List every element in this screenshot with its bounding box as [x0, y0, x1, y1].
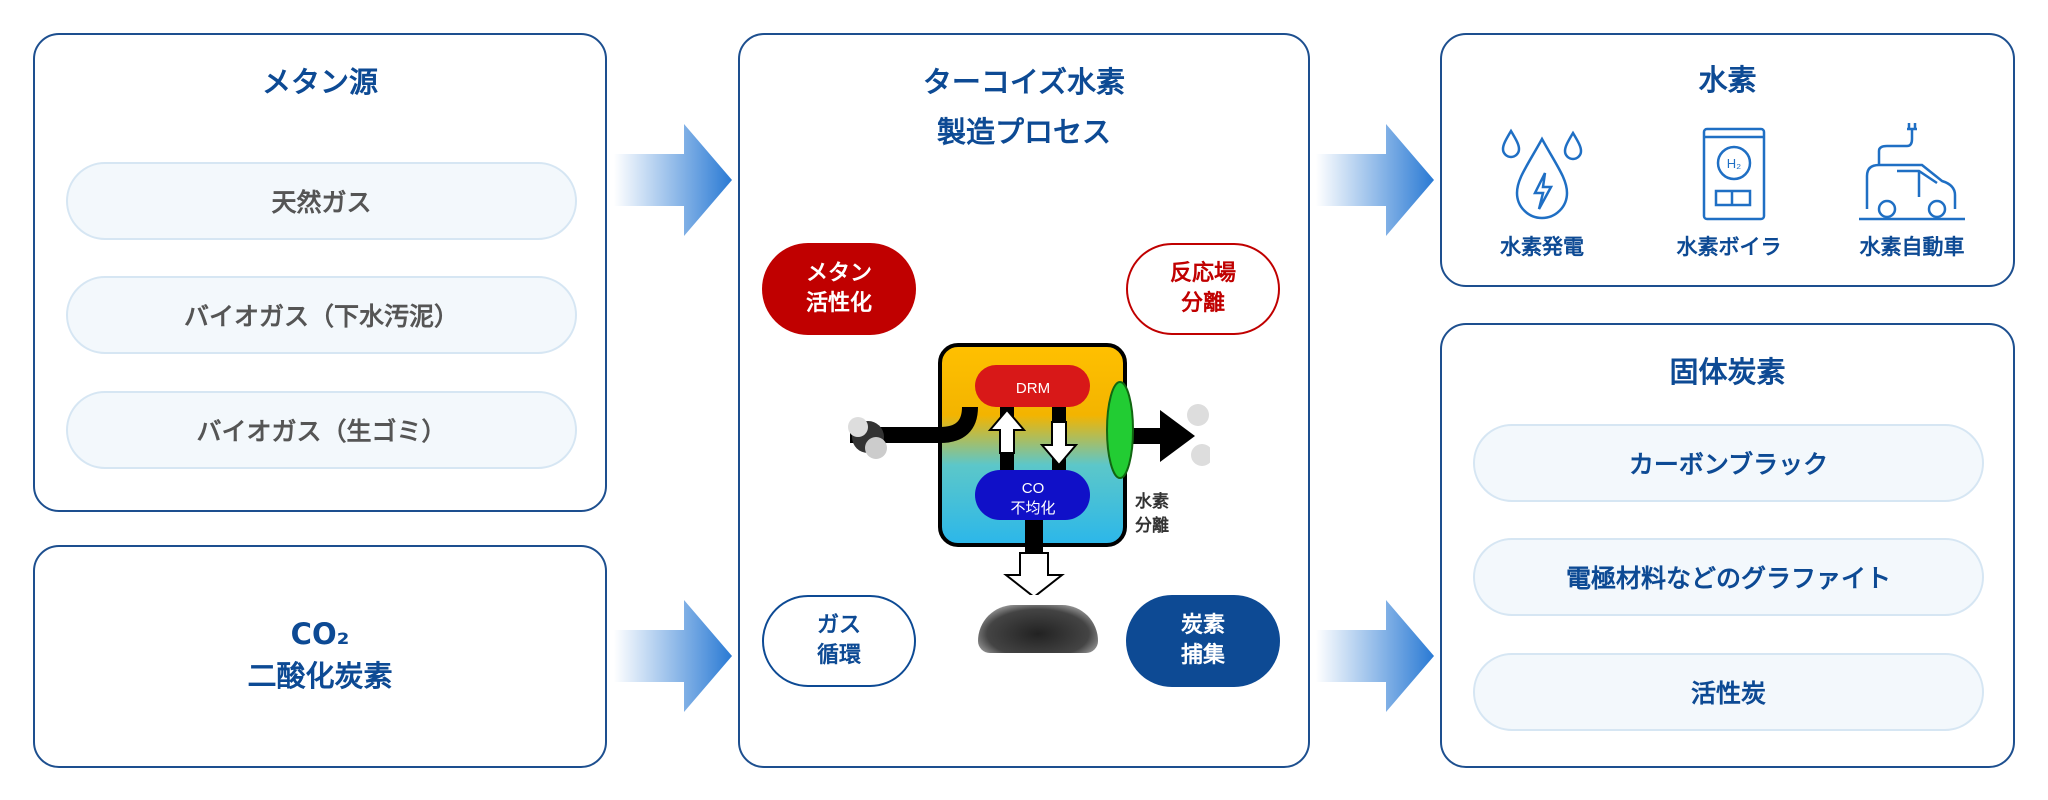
hydrogen-molecule-icon — [1187, 404, 1209, 426]
svg-text:H₂: H₂ — [1727, 156, 1741, 171]
source-biogas-sewage: バイオガス（下水汚泥） — [66, 276, 577, 354]
water-drop-lightning-icon — [1501, 128, 1583, 220]
methane-source-title: メタン源 — [261, 65, 378, 99]
process-panel: ターコイズ水素 製造プロセス メタン 活性化 反応場 分離 ガス 循環 炭素 捕… — [738, 33, 1310, 768]
source-biogas-food: バイオガス（生ゴミ） — [66, 391, 577, 469]
electric-car-icon — [1859, 123, 1965, 221]
source-natural-gas: 天然ガス — [66, 162, 577, 240]
bubble-methane-activation: メタン 活性化 — [762, 243, 916, 335]
flow-arrow-icon — [614, 124, 732, 236]
h2-boiler-icon: H₂ — [1702, 127, 1766, 221]
process-title-line2: 製造プロセス — [936, 115, 1111, 149]
hydrogen-panel: 水素 水素発電 H₂ 水素ボイラ 水素自動車 — [1440, 33, 2015, 287]
carbon-out-arrow-icon — [1003, 552, 1065, 595]
carbon-powder-image — [978, 605, 1098, 653]
co2-panel: CO₂ 二酸化炭素 — [33, 545, 607, 768]
process-title-line1: ターコイズ水素 — [922, 65, 1126, 99]
down-arrow-icon — [1039, 421, 1079, 467]
solid-carbon-title: 固体炭素 — [1669, 355, 1786, 389]
app-hydrogen-boiler: H₂ 水素ボイラ — [1649, 121, 1809, 261]
flow-arrow-icon — [614, 600, 732, 712]
flow-arrow-icon — [1316, 124, 1434, 236]
app-hydrogen-power: 水素発電 — [1462, 121, 1622, 261]
product-carbon-black: カーボンブラック — [1473, 424, 1984, 502]
co-label: CO — [1022, 480, 1045, 497]
co-capsule — [975, 470, 1090, 520]
co2-title: 二酸化炭素 — [247, 659, 393, 693]
app-label: 水素自動車 — [1859, 235, 1965, 259]
methane-source-panel: メタン源 天然ガス バイオガス（下水汚泥） バイオガス（生ゴミ） — [33, 33, 607, 512]
reactor-diagram: DRM CO 不均化 水素 分離 — [848, 343, 1210, 595]
product-activated-carbon: 活性炭 — [1473, 653, 1984, 731]
product-graphite: 電極材料などのグラファイト — [1473, 538, 1984, 616]
drm-label: DRM — [1016, 380, 1050, 397]
membrane-icon — [1106, 381, 1134, 479]
app-label: 水素発電 — [1500, 235, 1584, 259]
flow-arrow-icon — [1316, 600, 1434, 712]
bubble-gas-circulation: ガス 循環 — [762, 595, 916, 687]
app-label: 水素ボイラ — [1676, 235, 1782, 259]
co2-formula: CO₂ — [290, 617, 350, 651]
bubble-carbon-capture: 炭素 捕集 — [1126, 595, 1280, 687]
solid-carbon-panel: 固体炭素 カーボンブラック 電極材料などのグラファイト 活性炭 — [1440, 323, 2015, 768]
bubble-reaction-separation: 反応場 分離 — [1126, 243, 1280, 335]
h2-separation-label1: 水素 — [1135, 491, 1169, 512]
drm-capsule — [975, 365, 1090, 407]
up-arrow-icon — [987, 408, 1027, 454]
app-hydrogen-car: 水素自動車 — [1832, 121, 1992, 261]
disproportionation-label: 不均化 — [1010, 499, 1055, 517]
hydrogen-title: 水素 — [1698, 63, 1757, 97]
h2-separation-label2: 分離 — [1135, 515, 1169, 536]
